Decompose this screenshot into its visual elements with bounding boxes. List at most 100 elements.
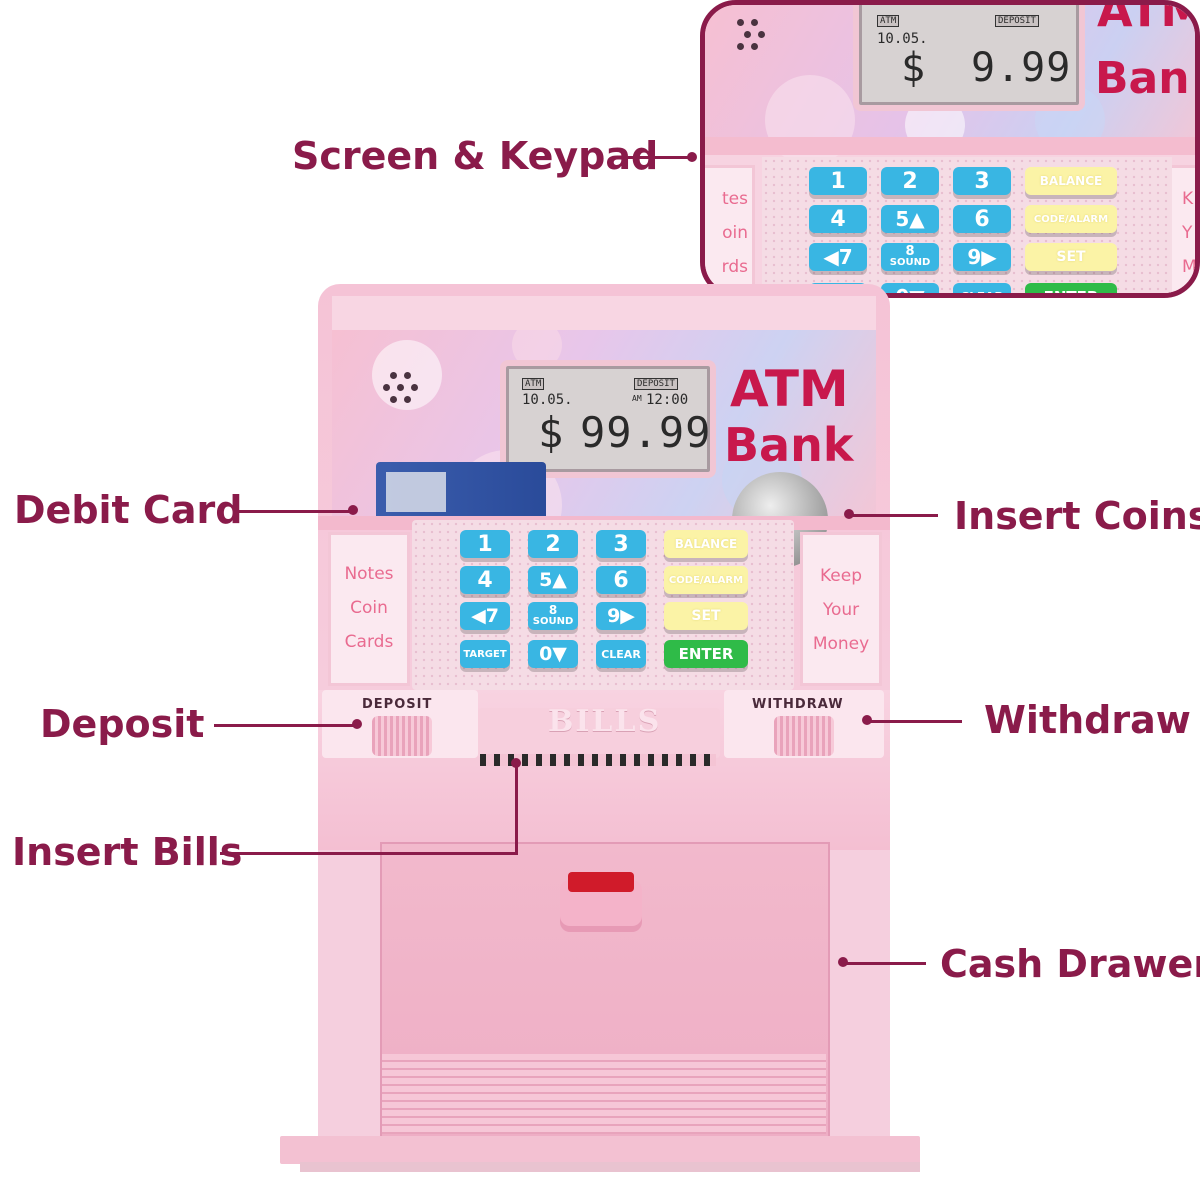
key-5[interactable]: 5▲: [528, 566, 578, 594]
leader-insert-bills-vertical: [515, 764, 518, 854]
key-6[interactable]: 6: [596, 566, 646, 594]
left-plate-line: Cards: [344, 632, 394, 652]
inset-left-plate-line: tes: [722, 189, 748, 209]
inset-key-5[interactable]: 5▲: [881, 205, 939, 233]
inset-key-9[interactable]: 9▶: [953, 243, 1011, 271]
keypad-zoom-inset: ATM 10.05. DEPOSIT $ 9.99 ATM Ban tes oi…: [700, 0, 1200, 298]
withdraw-label: WITHDRAW: [752, 697, 844, 712]
leader-dot: [352, 719, 362, 729]
withdraw-roller[interactable]: [774, 716, 834, 756]
debit-card-chip: [386, 472, 446, 512]
inset-key-4[interactable]: 4: [809, 205, 867, 233]
inset-lcd-date: 10.05.: [877, 31, 928, 47]
inset-key-balance-label: BALANCE: [1039, 174, 1103, 188]
right-plate-line: Keep: [819, 566, 862, 586]
key-3[interactable]: 3: [596, 530, 646, 558]
drawer-grooves: [382, 1054, 826, 1134]
inset-key-7[interactable]: ◀7: [809, 243, 867, 271]
inset-key-8-sub: SOUND: [889, 257, 931, 268]
callout-deposit: Deposit: [40, 702, 205, 746]
leader-screen-keypad: [628, 156, 690, 159]
leader-cash-drawer: [844, 962, 926, 965]
inset-key-enter[interactable]: ENTER: [1025, 283, 1117, 293]
right-info-plate: Keep Your Money: [800, 532, 882, 686]
lcd-am: AM: [632, 394, 642, 403]
deposit-label: DEPOSIT: [362, 697, 433, 712]
inset-key-set[interactable]: SET: [1025, 243, 1117, 271]
inset-key-balance[interactable]: BALANCE: [1025, 167, 1117, 195]
leader-debit-card: [236, 510, 350, 513]
key-clear[interactable]: CLEAR: [596, 640, 646, 668]
key-2[interactable]: 2: [528, 530, 578, 558]
drawer-latch-button[interactable]: [568, 872, 634, 892]
leader-withdraw: [868, 720, 962, 723]
leader-dot: [838, 957, 848, 967]
inset-key-8[interactable]: 8 SOUND: [881, 243, 939, 271]
key-set[interactable]: SET: [664, 602, 748, 630]
leader-dot: [511, 758, 521, 768]
inset-key-code-alarm-label: CODE/ALARM: [1033, 213, 1109, 225]
debit-card[interactable]: [376, 462, 546, 524]
left-info-plate: Notes Coin Cards: [328, 532, 410, 686]
inset-key-clear[interactable]: CLEAR: [953, 283, 1011, 293]
lcd-deposit-tag: DEPOSIT: [634, 378, 678, 390]
lcd-date: 10.05.: [522, 392, 573, 408]
inset-left-plate-line: oin: [722, 223, 748, 243]
inset-key-8-number: 8: [905, 244, 915, 259]
right-plate-line: Your: [822, 600, 860, 620]
inset-key-code-alarm[interactable]: CODE/ALARM: [1025, 205, 1117, 233]
key-0[interactable]: 0▼: [528, 640, 578, 668]
right-plate-line: Money: [812, 634, 870, 654]
inset-title-bank: Ban: [1095, 53, 1190, 104]
key-4[interactable]: 4: [460, 566, 510, 594]
key-8[interactable]: 8 SOUND: [528, 602, 578, 630]
key-set-label: SET: [691, 608, 721, 624]
inset-lcd-screen: ATM 10.05. DEPOSIT $ 9.99: [853, 5, 1085, 111]
callout-cash-drawer: Cash Drawer: [940, 942, 1200, 986]
callout-insert-bills: Insert Bills: [12, 830, 243, 874]
leader-dot: [687, 152, 697, 162]
inset-key-2[interactable]: 2: [881, 167, 939, 195]
inset-lcd-amount: 9.99: [971, 45, 1072, 91]
inset-speaker-icon: [733, 15, 777, 59]
deposit-roller[interactable]: [372, 716, 432, 756]
leader-insert-coins: [852, 514, 938, 517]
inset-lcd-currency: $: [901, 45, 927, 91]
bills-label: BILLS: [548, 704, 662, 739]
lcd-amount: 99.99: [580, 408, 712, 457]
inset-key-6[interactable]: 6: [953, 205, 1011, 233]
lcd-currency: $: [538, 408, 565, 457]
callout-insert-coins: Insert Coins: [954, 494, 1200, 538]
atm-title-bank: Bank: [724, 418, 854, 472]
inset-right-plate-line: M: [1182, 257, 1197, 277]
key-code-alarm-label: CODE/ALARM: [668, 574, 744, 586]
inset-key-0[interactable]: 0▼: [881, 283, 939, 293]
inset-lcd-mode-tag: ATM: [877, 15, 900, 27]
leader-insert-bills: [220, 852, 518, 855]
inset-key-set-label: SET: [1056, 249, 1086, 265]
inset-key-1[interactable]: 1: [809, 167, 867, 195]
bills-slot[interactable]: [480, 754, 716, 766]
key-balance-label: BALANCE: [674, 537, 738, 551]
inset-left-plate: tes oin rds: [705, 165, 755, 293]
callout-screen-keypad: Screen & Keypad: [292, 134, 659, 178]
callout-withdraw: Withdraw: [984, 698, 1191, 742]
inset-lcd-deposit-tag: DEPOSIT: [995, 15, 1039, 27]
key-1[interactable]: 1: [460, 530, 510, 558]
key-target[interactable]: TARGET: [460, 640, 510, 668]
key-enter[interactable]: ENTER: [664, 640, 748, 668]
key-balance[interactable]: BALANCE: [664, 530, 748, 558]
callout-debit-card: Debit Card: [14, 488, 243, 532]
left-plate-line: Notes: [344, 564, 394, 584]
left-plate-line: Coin: [350, 598, 388, 618]
inset-key-3[interactable]: 3: [953, 167, 1011, 195]
inset-left-plate-line: rds: [721, 257, 748, 277]
leader-deposit: [214, 724, 354, 727]
bills-tray: [478, 708, 720, 758]
leader-dot: [348, 505, 358, 515]
inset-slot-ledge: [705, 137, 1195, 155]
key-9[interactable]: 9▶: [596, 602, 646, 630]
key-7[interactable]: ◀7: [460, 602, 510, 630]
leader-dot: [844, 509, 854, 519]
key-code-alarm[interactable]: CODE/ALARM: [664, 566, 748, 594]
